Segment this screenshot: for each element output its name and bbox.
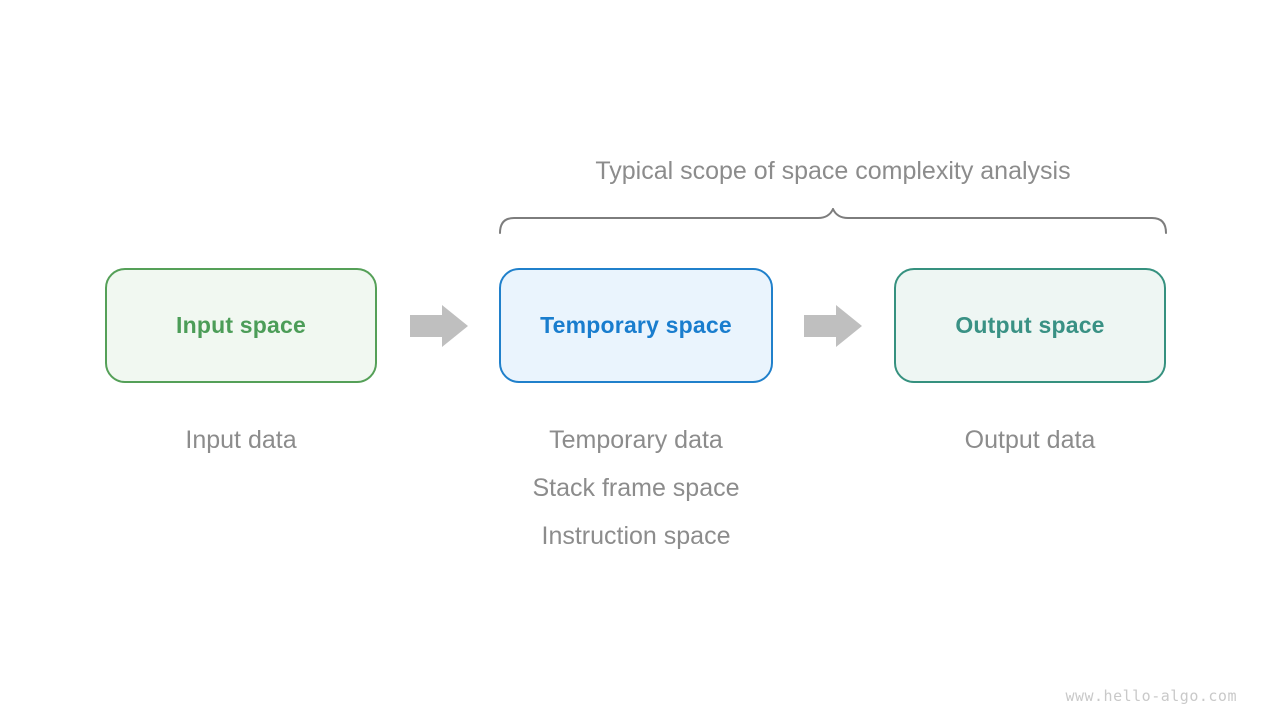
caption-line: Stack frame space — [532, 474, 740, 502]
input-caption-block: Input data — [105, 416, 377, 464]
arrow-right-shape — [410, 305, 468, 347]
scope-brace-path — [499, 208, 1167, 234]
caption-line: Instruction space — [541, 522, 731, 550]
scope-title: Typical scope of space complexity analys… — [595, 157, 1071, 185]
scope-brace — [499, 208, 1167, 234]
output-space-box: Output space — [894, 268, 1166, 383]
caption-line: Temporary data — [549, 426, 723, 454]
arrow-right-icon — [804, 305, 862, 347]
temporary-space-label: Temporary space — [540, 312, 732, 338]
temporary-caption-block: Temporary data Stack frame space Instruc… — [461, 416, 811, 560]
input-space-box: Input space — [105, 268, 377, 383]
arrow-right-icon — [410, 305, 468, 347]
watermark: www.hello-algo.com — [1065, 687, 1237, 705]
arrow-right-shape — [804, 305, 862, 347]
caption-line: Output data — [964, 426, 1096, 454]
caption-line: Input data — [185, 426, 297, 454]
input-space-label: Input space — [175, 312, 306, 338]
output-space-label: Output space — [955, 312, 1105, 338]
output-caption-block: Output data — [894, 416, 1166, 464]
temporary-space-box: Temporary space — [499, 268, 773, 383]
